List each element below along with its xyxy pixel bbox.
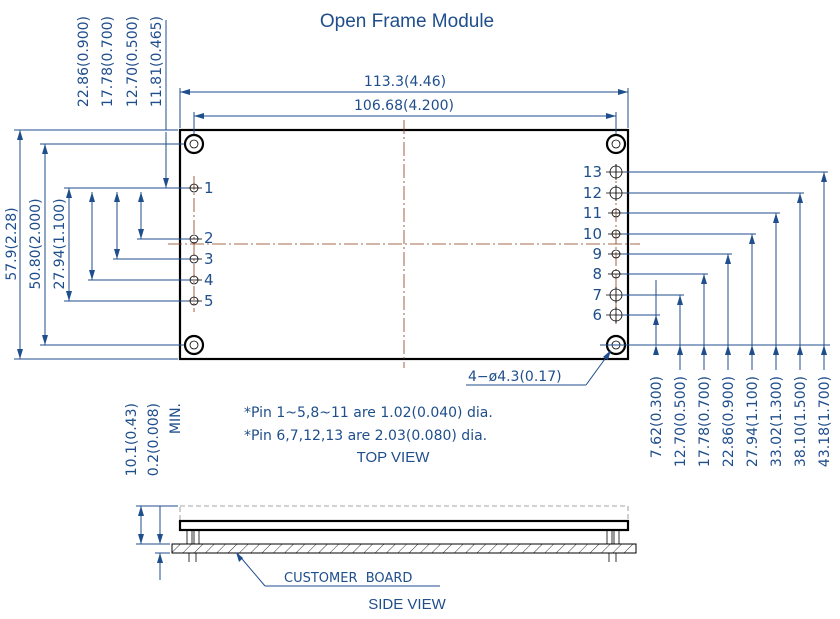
overall-length-label: 113.3(4.46) [364,74,446,90]
hole-spacing-length-label: 106.68(4.200) [354,98,454,114]
mounting-hole-leader [466,350,611,386]
mounting-hole-callout: 4−ø4.3(0.17) [468,369,562,385]
side-view-label: SIDE VIEW [368,596,446,613]
dim-22-86-left: 22.86(0.900) [76,16,92,107]
dimension-overall-width [14,129,178,360]
dim-43-18-right: 43.18(1.700) [817,376,833,467]
dimension-hole-spacing-length [193,112,617,134]
dimension-right-stack [600,171,830,370]
dimension-left-stack [88,20,190,281]
dim-27-94-right: 27.94(1.100) [745,376,761,467]
pin-label-11: 11 [583,204,602,222]
pin-label-5: 5 [204,292,214,310]
note-pin-dia-1: *Pin 1~5,8~11 are 1.02(0.040) dia. [244,405,493,421]
dim-7-62-right: 7.62(0.300) [649,376,665,458]
pin-label-7: 7 [592,286,602,304]
pin-label-6: 6 [592,306,602,324]
dim-33-02-right: 33.02(1.300) [769,376,785,467]
board-leader [236,552,440,587]
pin1-pin5-label: 27.94(1.100) [52,198,68,289]
pin-label-4: 4 [204,271,214,289]
dimension-overall-length [179,88,629,128]
dim-38-10-right: 38.10(1.500) [793,376,809,467]
pin-label-8: 8 [592,265,602,283]
dimension-pin1-pin5 [64,187,188,302]
pin-label-9: 9 [592,245,602,263]
pin-label-13: 13 [583,163,602,181]
dim-11-81-left: 11.81(0.465) [149,16,165,107]
side-view: 10.1(0.43) 0.2(0.008) MIN. CUSTOMER BOAR… [124,403,637,613]
dim-17-78-left: 17.78(0.700) [100,16,116,107]
dimension-hole-spacing-width [40,143,184,346]
pin-label-10: 10 [583,225,602,243]
min-label: MIN. [168,403,184,434]
standoff-label: 0.2(0.008) [146,403,162,476]
height-label: 10.1(0.43) [124,403,140,476]
dim-12-70-left: 12.70(0.500) [125,16,141,107]
dimension-height [136,505,178,580]
component-envelope [179,505,629,522]
module-pcb [178,519,630,532]
top-view-label: TOP VIEW [357,449,431,466]
right-pins [606,164,626,323]
drawing-title: Open Frame Module [320,11,494,32]
hole-spacing-width-label: 50.80(2.000) [28,198,44,289]
pin-label-2: 2 [204,229,214,247]
dim-12-70-right: 12.70(0.500) [673,376,689,467]
dim-17-78-right: 17.78(0.700) [697,376,713,467]
customer-board [171,543,637,554]
overall-width-label: 57.9(2.28) [4,207,20,280]
pin-label-3: 3 [204,250,214,268]
dim-22-86-right: 22.86(0.900) [721,376,737,467]
top-view: 1 2 3 4 5 13 12 11 10 9 8 7 6 [4,16,833,467]
mounting-holes [183,133,627,356]
customer-board-label: CUSTOMER BOARD [284,571,412,586]
note-pin-dia-2: *Pin 6,7,12,13 are 2.03(0.080) dia. [244,428,487,444]
pin-label-1: 1 [204,179,214,197]
pin-label-12: 12 [583,184,602,202]
